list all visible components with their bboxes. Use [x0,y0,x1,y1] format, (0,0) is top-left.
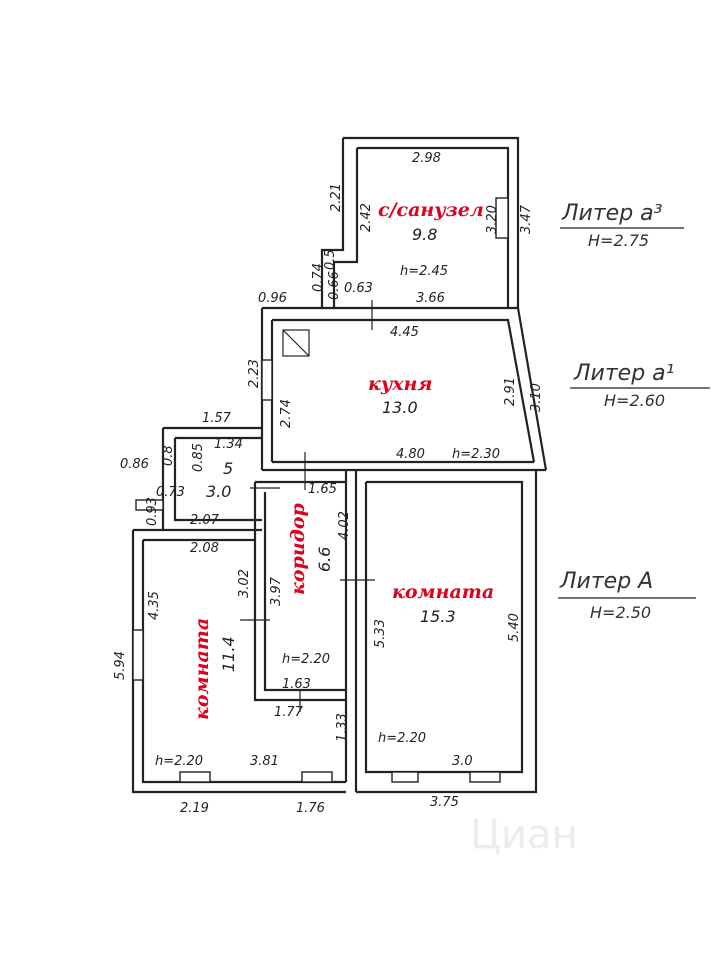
windows [132,197,509,783]
watermark: Циан [470,812,578,858]
dim-label: 3.02 [237,569,252,598]
dim-label: 3.20 [485,205,500,234]
dim-label: 3.81 [250,754,279,769]
room-area-left: 11.4 [219,636,238,672]
liter-legend-a1: Литер а¹ Н=2.60 [570,361,710,410]
liter-legend-a3: Литер а³ Н=2.75 [560,201,684,250]
room-name-small: 5 [223,459,233,478]
room-area-corridor: 6.6 [315,547,334,572]
stove-icon [282,329,310,357]
dim-label: 3.10 [529,383,544,412]
dim-label: 5.40 [507,613,522,642]
dimensions: 2.98 2.21 2.42 3.20 3.47 0.5 0.74 0.66 0… [113,151,544,816]
liter-name: Литер а³ [561,201,663,226]
room-area-right: 15.3 [420,607,456,626]
room-height-left: h=2.20 [155,754,203,769]
dim-label: 2.98 [412,151,441,166]
dim-label: 0.86 [120,457,149,472]
room-height-corridor: h=2.20 [282,652,330,667]
doors [240,300,375,712]
window [495,197,509,239]
dim-label: 2.42 [359,203,374,232]
dim-label: 0.96 [258,291,287,306]
liter-name: Литер а¹ [573,361,674,386]
dim-label: 0.73 [156,485,185,500]
dim-label: 5.94 [113,651,128,680]
dim-label: 0.74 [311,263,326,292]
dim-label: 3.0 [452,754,473,769]
room-name-corridor: коридор [287,502,309,595]
window [469,771,501,783]
room-name-left: комната [191,618,213,720]
room-area-kitchen: 13.0 [382,398,418,417]
dim-label: 1.65 [308,482,337,497]
room-area-small: 3.0 [206,482,231,501]
room-area-bathroom: 9.8 [412,225,437,244]
dim-label: 2.19 [180,801,209,816]
dim-label: 1.77 [274,705,304,720]
dim-label: 2.08 [190,541,219,556]
dim-label: 1.57 [202,411,232,426]
dim-label: 0.8 [161,445,176,466]
room-height-bathroom: h=2.45 [400,264,448,279]
window [132,629,144,681]
window [301,771,333,783]
liter-height: Н=2.50 [590,603,651,622]
dim-label: 3.97 [269,576,284,606]
dim-label: 2.91 [503,377,518,406]
dim-label: 1.34 [214,437,243,452]
dim-label: 0.5 [323,249,338,270]
dim-label: 1.76 [296,801,325,816]
room-name-right: комната [392,581,494,603]
dim-label: 1.63 [282,677,311,692]
dim-label: 4.35 [147,591,162,620]
dim-label: 3.75 [430,795,459,810]
liter-height: Н=2.75 [588,231,649,250]
dim-label: 2.21 [329,183,344,212]
window [261,359,273,401]
room-name-kitchen: кухня [368,373,433,395]
dim-label: 4.45 [390,325,419,340]
dim-label: 2.23 [247,359,262,388]
window [135,499,164,511]
liter-legend-a: Литер А Н=2.50 [558,569,696,622]
dim-label: 0.63 [344,281,373,296]
dim-label: 0.85 [191,443,206,472]
dim-label: 2.07 [190,513,220,528]
window [179,771,211,783]
liter-name: Литер А [559,569,653,594]
room-height-right: h=2.20 [378,731,426,746]
dim-label: 5.33 [373,619,388,648]
dim-label: 0.66 [327,271,342,300]
dim-label: 3.66 [416,291,445,306]
dim-label: 4.80 [396,447,425,462]
dim-label: 4.02 [337,511,352,540]
dim-label: 3.47 [519,204,534,234]
room-name-bathroom: с/санузел [378,199,484,221]
room-height-kitchen: h=2.30 [452,447,500,462]
window [391,771,419,783]
dim-label: 1.33 [335,713,350,742]
dim-label: 0.93 [145,497,160,526]
dim-label: 2.74 [279,399,294,428]
walls [131,136,548,794]
liter-height: Н=2.60 [604,391,665,410]
